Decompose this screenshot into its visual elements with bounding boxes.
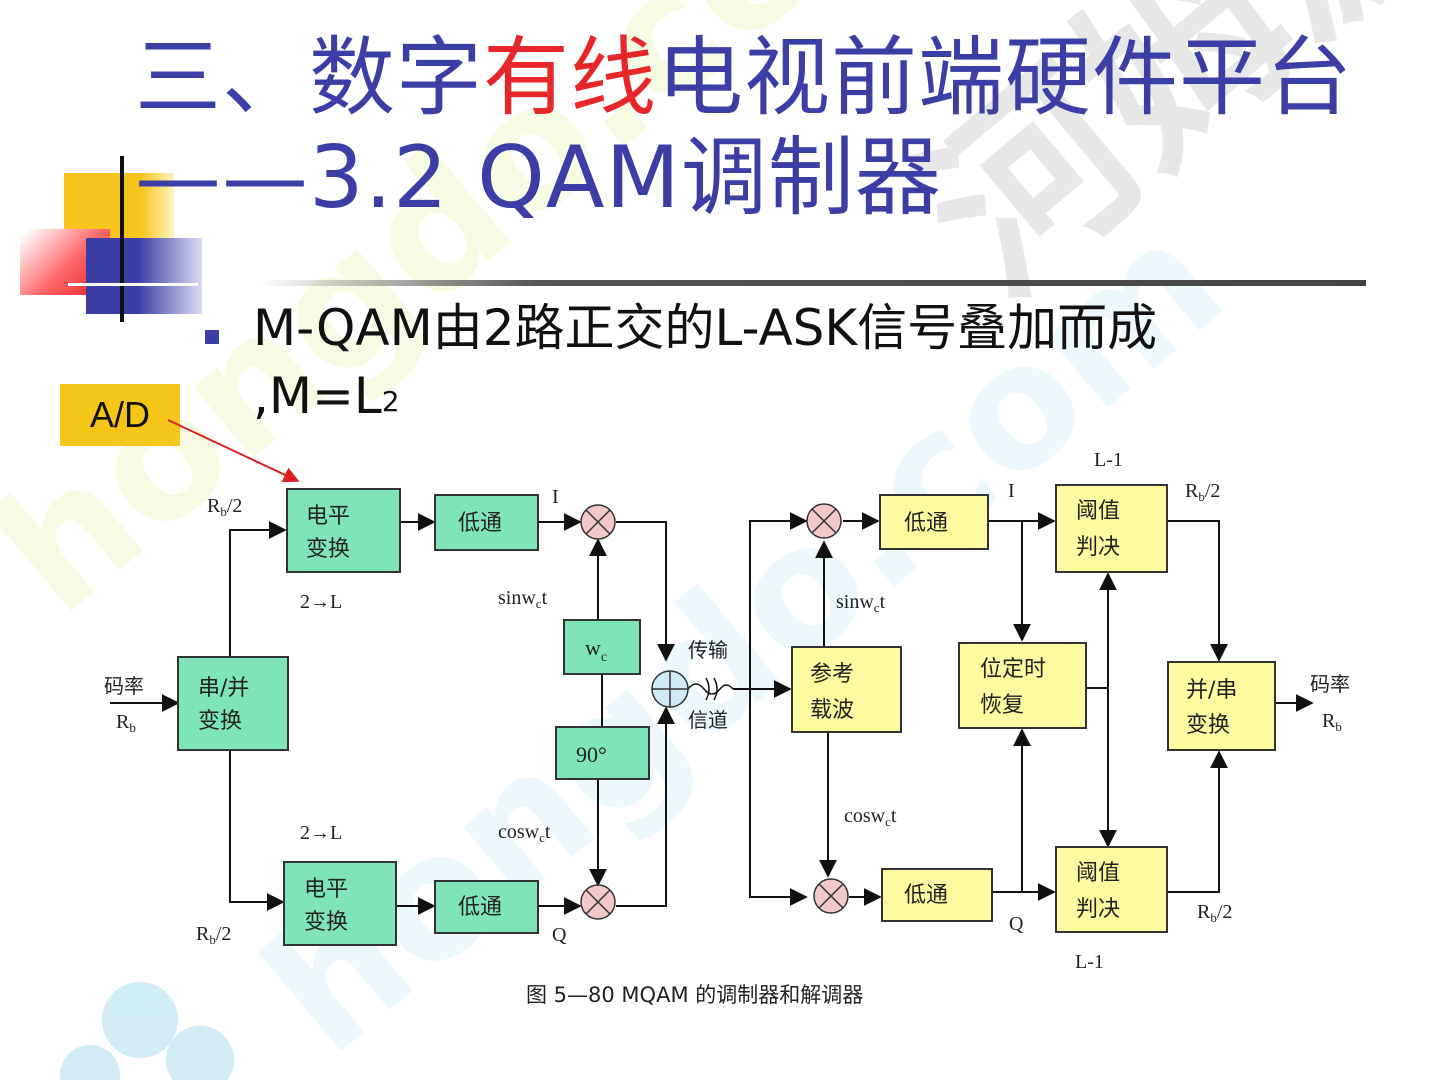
lc-bot-label-2: 变换 xyxy=(304,910,348,935)
diagram-labels: 码率 Rb Rb/2 Rb/2 2→L 2→L I Q sinwct coswc… xyxy=(104,449,1350,973)
adder-icon xyxy=(651,670,689,708)
rb-half-out-bottom: Rb/2 xyxy=(1197,901,1232,925)
block-serial-parallel: 串/并 变换 xyxy=(177,656,289,751)
deco-horizontal-bar xyxy=(68,283,198,286)
osc-main: w xyxy=(585,635,601,660)
ps-label-2: 变换 xyxy=(1186,713,1230,738)
mixer-tx-top-icon xyxy=(580,504,616,540)
diagram-caption: 图 5—80 MQAM 的调制器和解调器 xyxy=(526,983,863,1007)
sin-tx-label: sinwct xyxy=(498,587,548,611)
rb-in-label: Rb xyxy=(116,711,136,735)
rb-half-top: Rb/2 xyxy=(207,495,242,519)
block-decision-bottom: 阈值 判决 xyxy=(1055,846,1168,933)
bullet-text: M-QAM由2路正交的L-ASK信号叠加而成 xyxy=(253,299,1158,357)
block-bit-timing-recovery: 位定时 恢复 xyxy=(958,642,1087,729)
q-rx-label: Q xyxy=(1009,913,1024,935)
lpf-rx-top-label: 低通 xyxy=(904,511,948,536)
dec-top-label-2: 判决 xyxy=(1076,535,1120,560)
lc-top-label-2: 变换 xyxy=(306,537,350,562)
q-tx-label: Q xyxy=(552,924,567,946)
block-lowpass-tx-top: 低通 xyxy=(434,494,539,551)
rate-in-label: 码率 xyxy=(104,674,144,698)
phase-label: 90° xyxy=(576,742,607,767)
title-part-b: 电视前端硬件平台 xyxy=(657,28,1353,128)
ps-label-1: 并/串 xyxy=(1186,678,1237,703)
title-highlight: 有线 xyxy=(483,28,657,128)
mixer-icon xyxy=(580,503,849,920)
i-rx-label: I xyxy=(1008,480,1015,502)
watermark-flower-icon xyxy=(60,982,234,1080)
bullet-marker xyxy=(205,330,219,344)
block-lowpass-rx-bottom: 低通 xyxy=(881,868,993,922)
lc-bot-label-1: 电平 xyxy=(304,877,348,902)
title-part-a: 三、数字 xyxy=(135,28,483,128)
l1-bot-label: L-1 xyxy=(1075,951,1104,973)
osc-label: wc xyxy=(585,635,607,665)
deco-vertical-bar xyxy=(120,156,124,322)
channel-label-top: 传输 xyxy=(688,638,728,662)
formula-exponent: 2 xyxy=(381,385,400,418)
l2-top-label: 2→L xyxy=(300,591,342,613)
block-lowpass-tx-bottom: 低通 xyxy=(434,880,539,934)
block-parallel-serial: 并/串 变换 xyxy=(1167,661,1276,751)
rb-out-label: Rb xyxy=(1322,710,1342,734)
sp-label-2: 变换 xyxy=(198,709,242,734)
signal-wires xyxy=(110,512,1314,915)
block-phase-shift: 90° xyxy=(555,726,650,780)
sp-label-1: 串/并 xyxy=(198,676,249,701)
mixer-rx-top-icon xyxy=(806,503,842,539)
block-level-convert-top: 电平 变换 xyxy=(286,488,401,573)
deco-blue-square xyxy=(86,238,202,314)
l1-top-label: L-1 xyxy=(1094,449,1123,471)
timing-label-1: 位定时 xyxy=(980,657,1046,682)
formula-text: ,M=L xyxy=(253,367,382,425)
dec-bot-label-1: 阈值 xyxy=(1076,861,1120,886)
lpf-rx-bot-label: 低通 xyxy=(904,883,948,908)
mixer-rx-bottom-icon xyxy=(813,878,849,914)
osc-sub: c xyxy=(601,650,607,665)
l2-bot-label: 2→L xyxy=(300,822,342,844)
rb-half-bottom: Rb/2 xyxy=(196,923,231,947)
ad-pointer-arrow xyxy=(167,419,300,483)
timing-label-2: 恢复 xyxy=(980,693,1024,718)
lpf-tx-bot-label: 低通 xyxy=(458,895,502,920)
carrier-label-2: 载波 xyxy=(810,698,854,723)
rate-out-label: 码率 xyxy=(1310,672,1350,696)
dec-top-label-1: 阈值 xyxy=(1076,499,1120,524)
dec-bot-label-2: 判决 xyxy=(1076,897,1120,922)
channel-label-bottom: 信道 xyxy=(688,708,728,732)
block-reference-carrier: 参考 载波 xyxy=(791,646,902,733)
i-tx-label: I xyxy=(552,486,559,508)
channel-squiggle-icon xyxy=(687,677,734,701)
block-lowpass-rx-top: 低通 xyxy=(879,494,989,550)
lc-top-label-1: 电平 xyxy=(306,504,350,529)
block-decision-top: 阈值 判决 xyxy=(1055,484,1168,573)
sin-rx-label: sinwct xyxy=(836,591,886,615)
block-level-convert-bottom: 电平 变换 xyxy=(283,861,397,946)
rb-half-out-top: Rb/2 xyxy=(1185,480,1220,504)
title-divider xyxy=(260,280,1366,286)
cos-tx-label: coswct xyxy=(498,821,551,845)
carrier-label-1: 参考 xyxy=(810,662,854,687)
mixer-tx-bottom-icon xyxy=(580,884,616,920)
ad-annotation-box: A/D xyxy=(60,384,180,446)
block-oscillator: wc xyxy=(563,619,641,675)
page-title-line1: 三、数字有线电视前端硬件平台 xyxy=(135,28,1353,128)
lpf-tx-top-label: 低通 xyxy=(458,511,502,536)
page-title-line2: ——3.2 QAM调制器 xyxy=(135,128,942,228)
bullet-formula: ,M=L2 xyxy=(253,368,400,424)
cos-rx-label: coswct xyxy=(844,805,897,829)
